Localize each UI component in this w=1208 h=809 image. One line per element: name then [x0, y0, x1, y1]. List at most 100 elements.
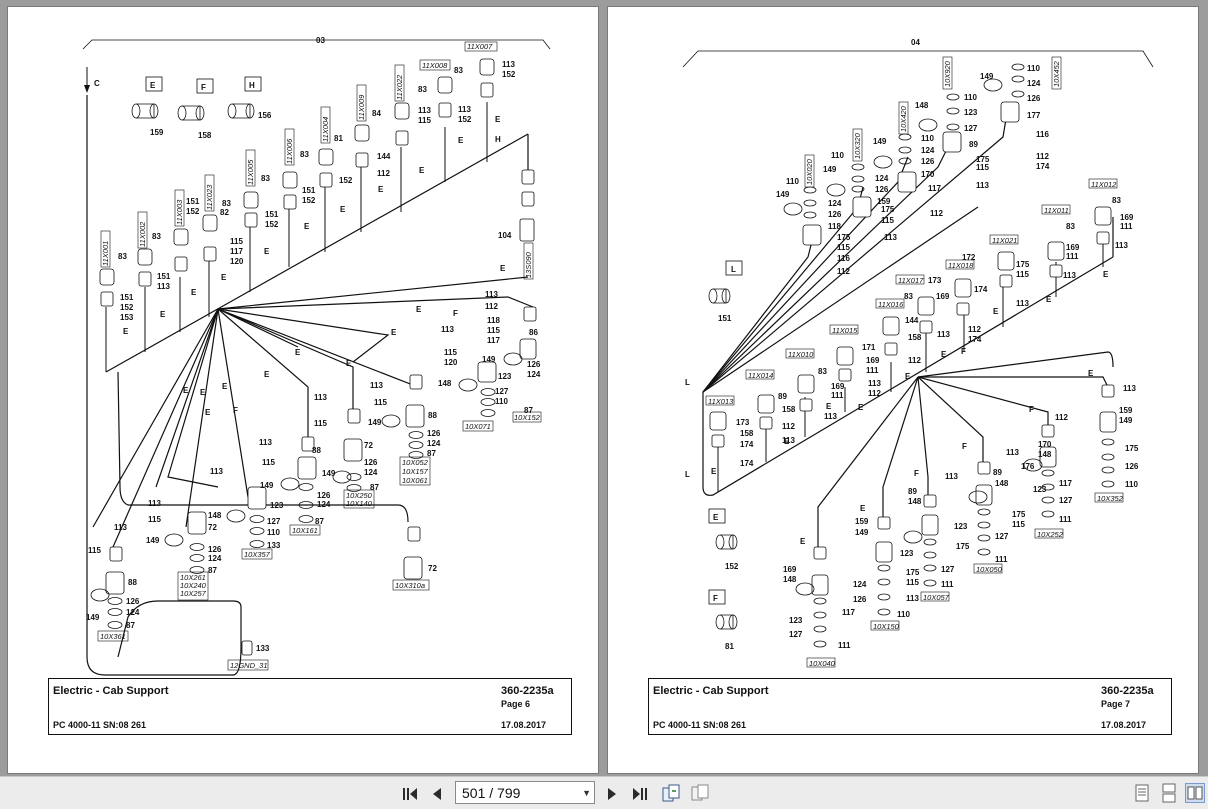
svg-text:83: 83 — [152, 232, 161, 241]
next-triangle-icon[interactable] — [602, 785, 622, 803]
svg-text:113: 113 — [314, 393, 327, 402]
svg-text:144: 144 — [905, 316, 919, 325]
svg-text:123: 123 — [964, 108, 978, 117]
svg-text:113: 113 — [259, 438, 272, 447]
svg-text:144: 144 — [377, 152, 391, 161]
svg-text:175: 175 — [881, 205, 895, 214]
title-block-left: Electric - Cab Support 360-2235a Page 6 … — [48, 678, 572, 735]
svg-text:E: E — [391, 328, 397, 337]
svg-text:E: E — [800, 537, 806, 546]
svg-text:83: 83 — [261, 174, 270, 183]
svg-text:11X021: 11X021 — [992, 236, 1017, 245]
svg-text:169: 169 — [866, 356, 880, 365]
svg-text:10X157: 10X157 — [402, 467, 429, 476]
svg-text:124: 124 — [1027, 79, 1041, 88]
svg-text:84: 84 — [372, 109, 381, 118]
rotate-page-icon[interactable] — [661, 783, 681, 803]
svg-text:127: 127 — [964, 124, 978, 133]
svg-text:170: 170 — [921, 170, 935, 179]
svg-text:152: 152 — [725, 562, 739, 571]
svg-text:112: 112 — [782, 422, 795, 431]
svg-text:10X320: 10X320 — [853, 132, 862, 159]
svg-text:11X017: 11X017 — [898, 276, 924, 285]
letter-h: H — [249, 81, 255, 90]
svg-text:L: L — [685, 378, 690, 387]
svg-text:88: 88 — [128, 578, 137, 587]
svg-text:126: 126 — [126, 597, 140, 606]
single-page-view-icon[interactable] — [1132, 783, 1152, 803]
document-page-right: 04 L E F 151 152 81 — [607, 6, 1199, 774]
svg-text:E: E — [419, 166, 425, 175]
svg-text:149: 149 — [482, 355, 496, 364]
page-number-input[interactable]: 501 / 799 ▼ — [455, 781, 595, 804]
svg-text:F: F — [962, 442, 967, 451]
svg-text:113: 113 — [906, 594, 919, 603]
svg-text:126: 126 — [921, 157, 935, 166]
svg-text:115: 115 — [837, 243, 850, 252]
svg-text:10X061: 10X061 — [402, 476, 428, 485]
facing-pages-view-icon[interactable] — [1185, 783, 1205, 803]
skip-first-icon[interactable] — [400, 785, 420, 803]
continuous-view-icon[interactable] — [1159, 783, 1179, 803]
svg-text:149: 149 — [1119, 416, 1133, 425]
svg-text:126: 126 — [427, 429, 441, 438]
svg-text:126: 126 — [317, 491, 331, 500]
svg-text:89: 89 — [993, 468, 1002, 477]
svg-text:F: F — [233, 406, 238, 415]
svg-text:F: F — [453, 309, 458, 318]
svg-text:173: 173 — [736, 418, 750, 427]
svg-text:87: 87 — [427, 449, 436, 458]
svg-text:175: 175 — [1012, 510, 1026, 519]
svg-text:118: 118 — [828, 222, 841, 231]
svg-text:126: 126 — [364, 458, 378, 467]
svg-text:10X252: 10X252 — [1037, 530, 1064, 539]
svg-text:117: 117 — [1059, 479, 1072, 488]
svg-text:11X010: 11X010 — [788, 350, 814, 359]
svg-text:115: 115 — [262, 458, 275, 467]
svg-text:87: 87 — [370, 483, 379, 492]
svg-text:113: 113 — [868, 379, 881, 388]
title-block-right: Electric - Cab Support 360-2235a Page 7 … — [648, 678, 1172, 735]
prev-triangle-icon[interactable] — [427, 785, 447, 803]
svg-text:123: 123 — [900, 549, 914, 558]
svg-text:F: F — [961, 347, 966, 356]
document-page-left: 03 C E F H 159 158 156 — [7, 6, 599, 774]
svg-text:123: 123 — [789, 616, 803, 625]
svg-text:E: E — [191, 288, 197, 297]
svg-text:E: E — [500, 264, 506, 273]
svg-text:113: 113 — [1006, 448, 1019, 457]
svg-text:110: 110 — [964, 93, 977, 102]
machine-model: PC 4000-11 SN:08 261 — [53, 720, 147, 730]
svg-text:123: 123 — [498, 372, 512, 381]
svg-text:83: 83 — [418, 85, 427, 94]
svg-text:149: 149 — [146, 536, 160, 545]
page-indicator[interactable]: 501 / 799 — [462, 785, 521, 801]
svg-text:89: 89 — [778, 392, 787, 401]
chevron-down-icon[interactable]: ▼ — [582, 788, 591, 798]
svg-text:11X001: 11X001 — [101, 241, 110, 266]
letter-l: L — [731, 265, 736, 274]
svg-text:148: 148 — [783, 575, 797, 584]
svg-text:115: 115 — [314, 419, 327, 428]
svg-text:169: 169 — [936, 292, 950, 301]
svg-text:152: 152 — [339, 176, 353, 185]
svg-text:112: 112 — [377, 169, 390, 178]
svg-text:113: 113 — [441, 325, 454, 334]
skip-last-icon[interactable] — [630, 785, 650, 803]
svg-text:E: E — [711, 467, 717, 476]
svg-text:11X022: 11X022 — [395, 74, 404, 100]
svg-text:87: 87 — [208, 566, 217, 575]
svg-text:170: 170 — [1038, 440, 1052, 449]
wiring-diagram-right: 04 L E F 151 152 81 — [682, 38, 1154, 668]
svg-text:10X920: 10X920 — [943, 60, 952, 87]
svg-text:159: 159 — [877, 197, 891, 206]
fit-page-icon[interactable] — [690, 783, 710, 803]
svg-text:117: 117 — [928, 184, 941, 193]
svg-text:115: 115 — [976, 163, 989, 172]
svg-text:104: 104 — [498, 231, 512, 240]
svg-text:158: 158 — [908, 333, 922, 342]
svg-text:149: 149 — [980, 72, 994, 81]
svg-text:115: 115 — [148, 515, 161, 524]
svg-text:151: 151 — [265, 210, 279, 219]
part-159: 159 — [150, 128, 164, 137]
